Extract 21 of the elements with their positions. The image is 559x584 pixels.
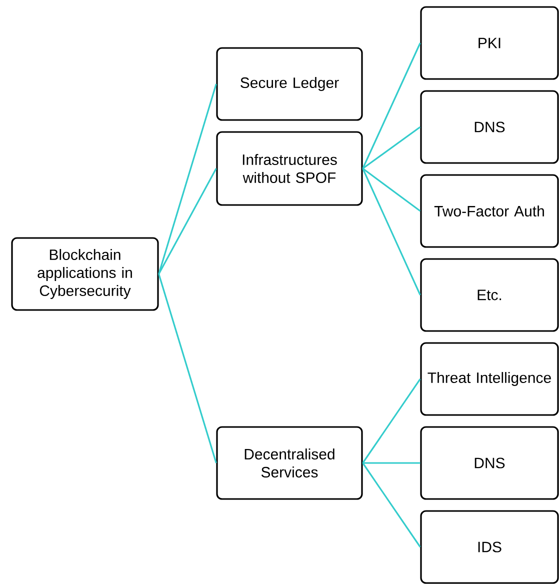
connector-line (362, 378, 421, 464)
process-box: DNS (420, 90, 559, 164)
connector-line (362, 126, 421, 170)
connector-line (158, 168, 217, 274)
process-box: Etc. (420, 258, 559, 332)
process-box: Decentralised Services (216, 426, 363, 500)
process-box: DNS (420, 426, 559, 500)
process-box: Infrastructures without SPOF (216, 131, 363, 206)
connector-line (158, 84, 217, 274)
process-box: PKI (420, 6, 559, 80)
connector-line (362, 168, 421, 212)
connector-line (362, 462, 421, 548)
process-box: Secure Ledger (216, 47, 363, 121)
process-box: Threat Intelligence (420, 342, 559, 416)
connector-line (158, 274, 217, 464)
connector-line (362, 462, 420, 464)
connector-line (362, 42, 421, 169)
connector-line (362, 168, 421, 296)
process-box: Two-Factor Auth (420, 174, 559, 248)
process-box: Blockchain applications in Cybersecurity (11, 237, 159, 311)
process-box: IDS (420, 510, 559, 584)
